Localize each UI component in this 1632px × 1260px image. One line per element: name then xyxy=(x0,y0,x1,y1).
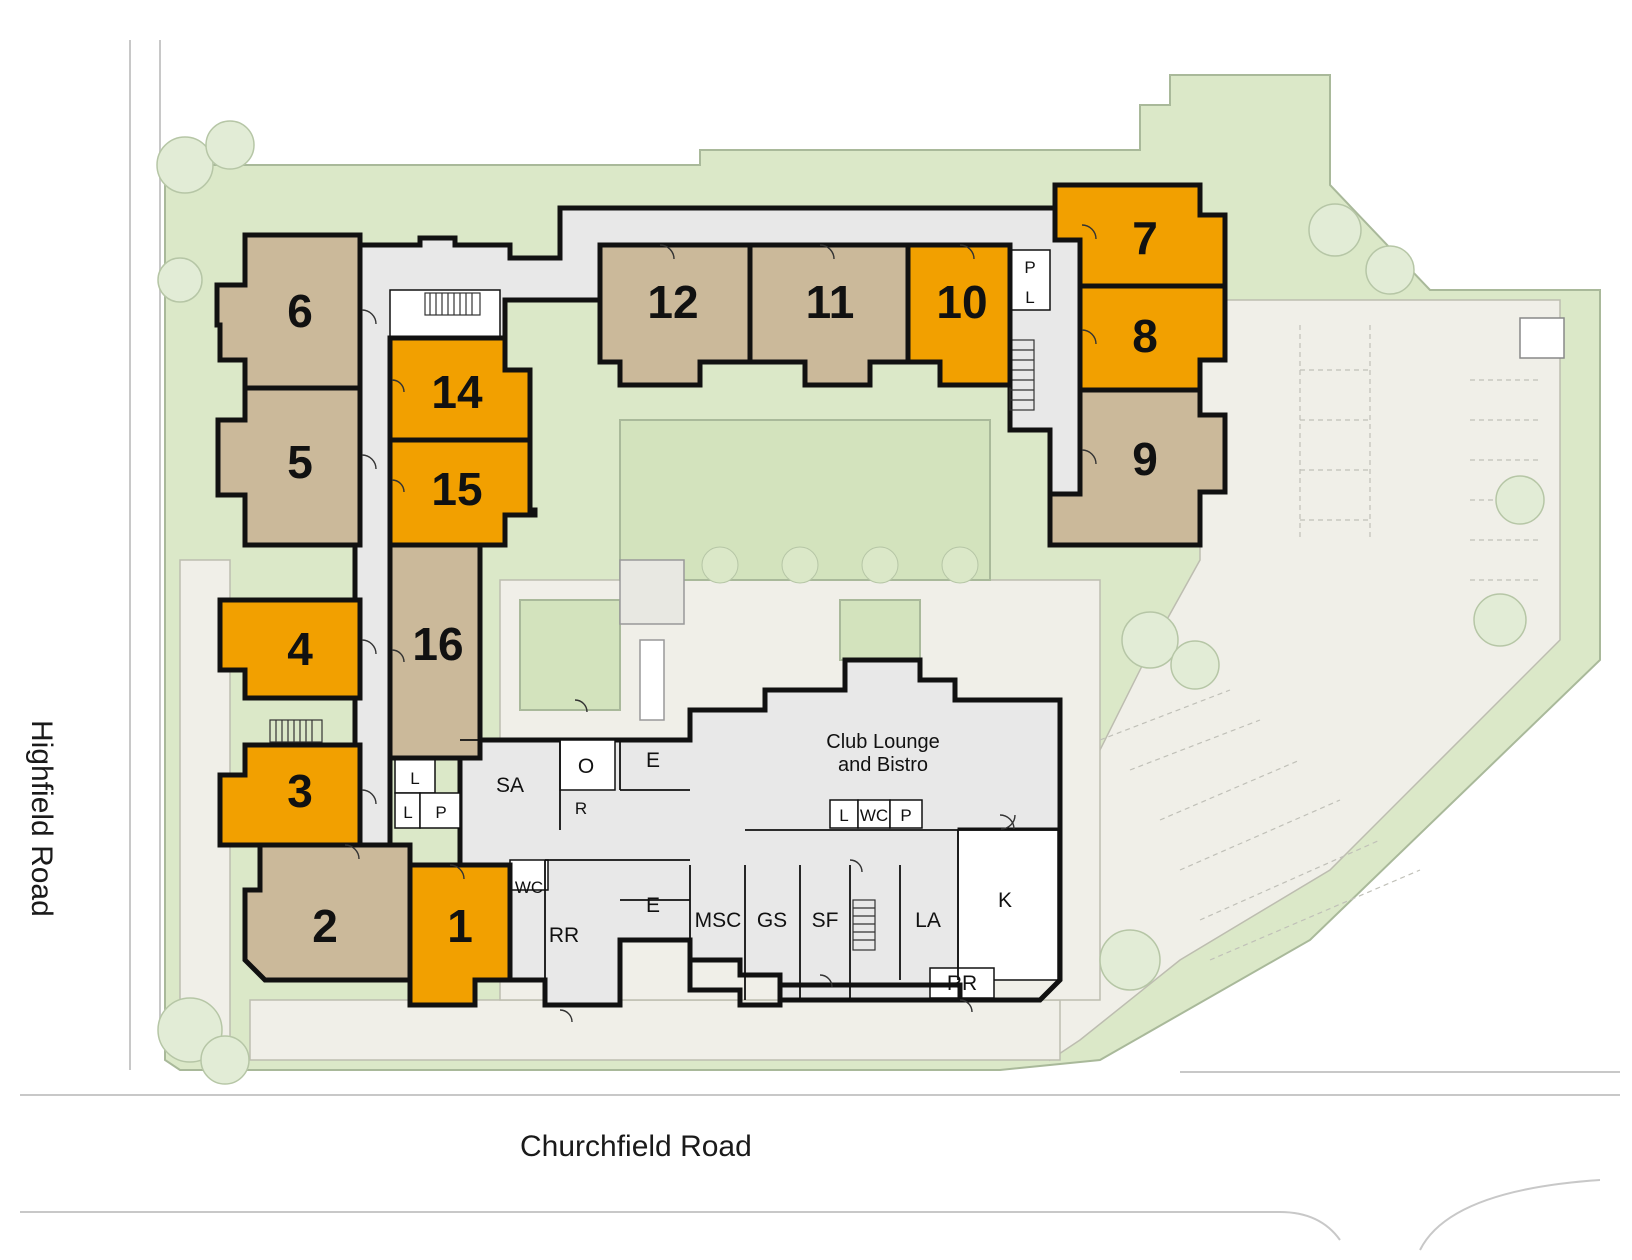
room-p-north: P xyxy=(1024,258,1035,277)
highfield-road-label: Highfield Road xyxy=(25,720,58,917)
unit-3[interactable] xyxy=(217,742,363,848)
unit-label-5: 5 xyxy=(287,436,313,488)
unit-1[interactable] xyxy=(407,862,513,1008)
unit-16[interactable] xyxy=(387,542,483,761)
room-l-sa-top: L xyxy=(410,769,419,788)
door-swings xyxy=(344,224,1097,1023)
unit-label-2: 2 xyxy=(312,900,338,952)
road-lines xyxy=(20,40,1620,1251)
tree-canopies xyxy=(156,120,1545,1085)
room-labels: Club Lounge and Bistro SA O R E E RR RR … xyxy=(403,258,1035,995)
club-lounge-label-2: and Bistro xyxy=(838,754,928,776)
room-msc: MSC xyxy=(695,909,742,932)
room-p-sa: P xyxy=(435,803,446,822)
room-rr-east: RR xyxy=(947,972,977,995)
unit-label-4: 4 xyxy=(287,623,313,675)
units xyxy=(214,182,1228,1008)
unit-label-7: 7 xyxy=(1132,212,1158,264)
churchfield-road-label: Churchfield Road xyxy=(520,1130,752,1163)
room-sa: SA xyxy=(496,774,524,797)
parking-bays xyxy=(1099,325,1540,961)
room-p-club: P xyxy=(900,806,911,825)
stairs xyxy=(269,292,1035,951)
unit-label-8: 8 xyxy=(1132,310,1158,362)
room-rr-west: RR xyxy=(549,924,579,947)
unit-4[interactable] xyxy=(217,597,363,701)
room-r: R xyxy=(575,799,587,818)
room-sf: SF xyxy=(812,909,839,932)
unit-label-14: 14 xyxy=(431,366,483,418)
room-l-club: L xyxy=(839,806,848,825)
room-e-lower: E xyxy=(646,894,660,917)
unit-labels: 1 2 3 4 5 6 7 8 9 10 11 12 14 15 16 xyxy=(287,212,1158,952)
room-l-north: L xyxy=(1025,288,1034,307)
unit-5[interactable] xyxy=(215,385,363,548)
unit-label-11: 11 xyxy=(806,276,855,328)
room-wc-west: WC xyxy=(515,878,543,897)
courtyard xyxy=(519,419,991,721)
unit-label-10: 10 xyxy=(936,276,987,328)
unit-label-15: 15 xyxy=(431,463,482,515)
unit-label-6: 6 xyxy=(287,285,313,337)
club-partitions xyxy=(460,739,1060,1000)
unit-label-9: 9 xyxy=(1132,433,1158,485)
room-gs: GS xyxy=(757,909,787,932)
unit-9[interactable] xyxy=(1047,387,1228,548)
unit-label-1: 1 xyxy=(447,900,473,952)
club-walls xyxy=(545,830,1063,1008)
room-la: LA xyxy=(915,909,941,932)
unit-10[interactable] xyxy=(905,242,1013,388)
room-e-upper: E xyxy=(646,749,660,772)
unit-6[interactable] xyxy=(214,232,363,391)
room-l-sa-bottom: L xyxy=(403,803,412,822)
unit-label-3: 3 xyxy=(287,765,313,817)
unit-label-16: 16 xyxy=(412,618,463,670)
service-rooms xyxy=(389,249,1059,999)
room-wc-club: WC xyxy=(860,806,888,825)
unit-label-12: 12 xyxy=(647,276,698,328)
room-o: O xyxy=(578,755,594,778)
club-lounge-label-1: Club Lounge xyxy=(826,731,939,753)
room-k: K xyxy=(998,889,1012,912)
